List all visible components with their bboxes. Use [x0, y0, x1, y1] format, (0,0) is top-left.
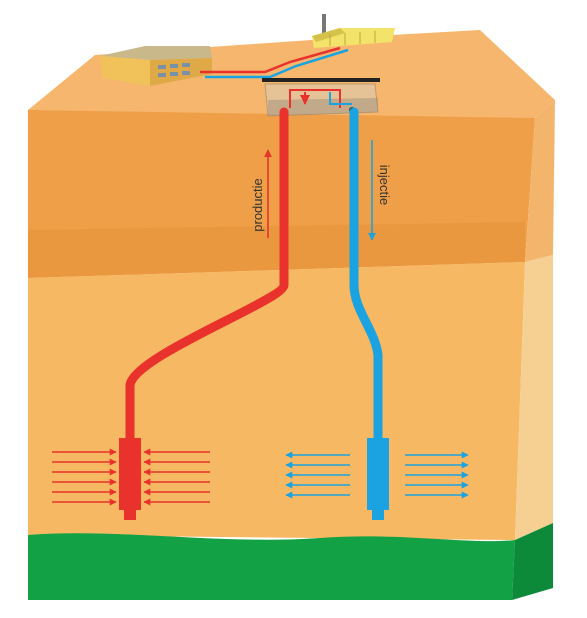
surface-pipes — [200, 46, 349, 79]
bedrock-side — [512, 523, 553, 600]
production-label: productie — [250, 178, 265, 231]
middle-layer-front — [28, 262, 525, 540]
injection-well-screen — [367, 438, 389, 510]
production-well-pipe — [125, 107, 289, 445]
injection-label: injectie — [377, 165, 392, 205]
injection-well-pipe — [349, 107, 383, 445]
office-building-icon — [100, 46, 212, 86]
middle-layer-side — [515, 255, 553, 540]
production-well-screen — [119, 438, 141, 510]
injection-outflow-arrows — [285, 451, 469, 499]
upper-layer-side — [525, 100, 555, 262]
upper-layer-band — [28, 222, 525, 278]
production-inflow-arrows — [52, 448, 210, 506]
bedrock-front — [28, 533, 515, 600]
wellhead-platform — [262, 78, 380, 117]
greenhouse-icon — [312, 14, 395, 48]
